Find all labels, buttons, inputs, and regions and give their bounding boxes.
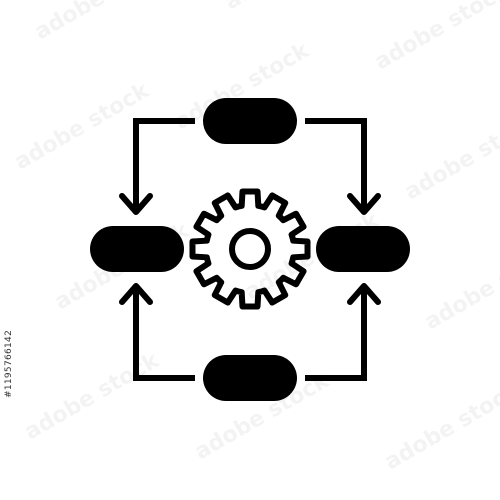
- gear-icon: [189, 188, 311, 310]
- watermark-text: adobe stock: [381, 378, 500, 476]
- connector-top-right: [305, 118, 367, 209]
- watermark-text: adobe stock: [401, 108, 500, 206]
- connector-bottom-left: [133, 289, 195, 381]
- watermark-text: adobe stock: [21, 348, 165, 446]
- gear-hub: [229, 228, 271, 270]
- arrow-down-left-icon: [119, 193, 153, 215]
- watermark: adobe stock adobe stock adobe stock adobe s…: [11, 0, 500, 475]
- connector-bottom-right: [305, 289, 367, 381]
- right-node: [316, 226, 410, 272]
- arrow-up-right-icon: [347, 283, 381, 305]
- arrow-down-right-icon: [347, 193, 381, 215]
- arrow-up-left-icon: [119, 283, 153, 305]
- watermark-text: adobe stock: [31, 0, 175, 45]
- watermark-text: adobe stock: [221, 0, 365, 15]
- top-node: [203, 98, 297, 144]
- connector-top-left: [133, 118, 195, 209]
- watermark-text: adobe stock: [371, 0, 500, 75]
- watermark-text: adobe stock: [421, 238, 500, 336]
- left-node: [90, 226, 184, 272]
- watermark-text: adobe stock: [11, 78, 155, 176]
- icon-group: [90, 98, 410, 401]
- bottom-node: [203, 355, 297, 401]
